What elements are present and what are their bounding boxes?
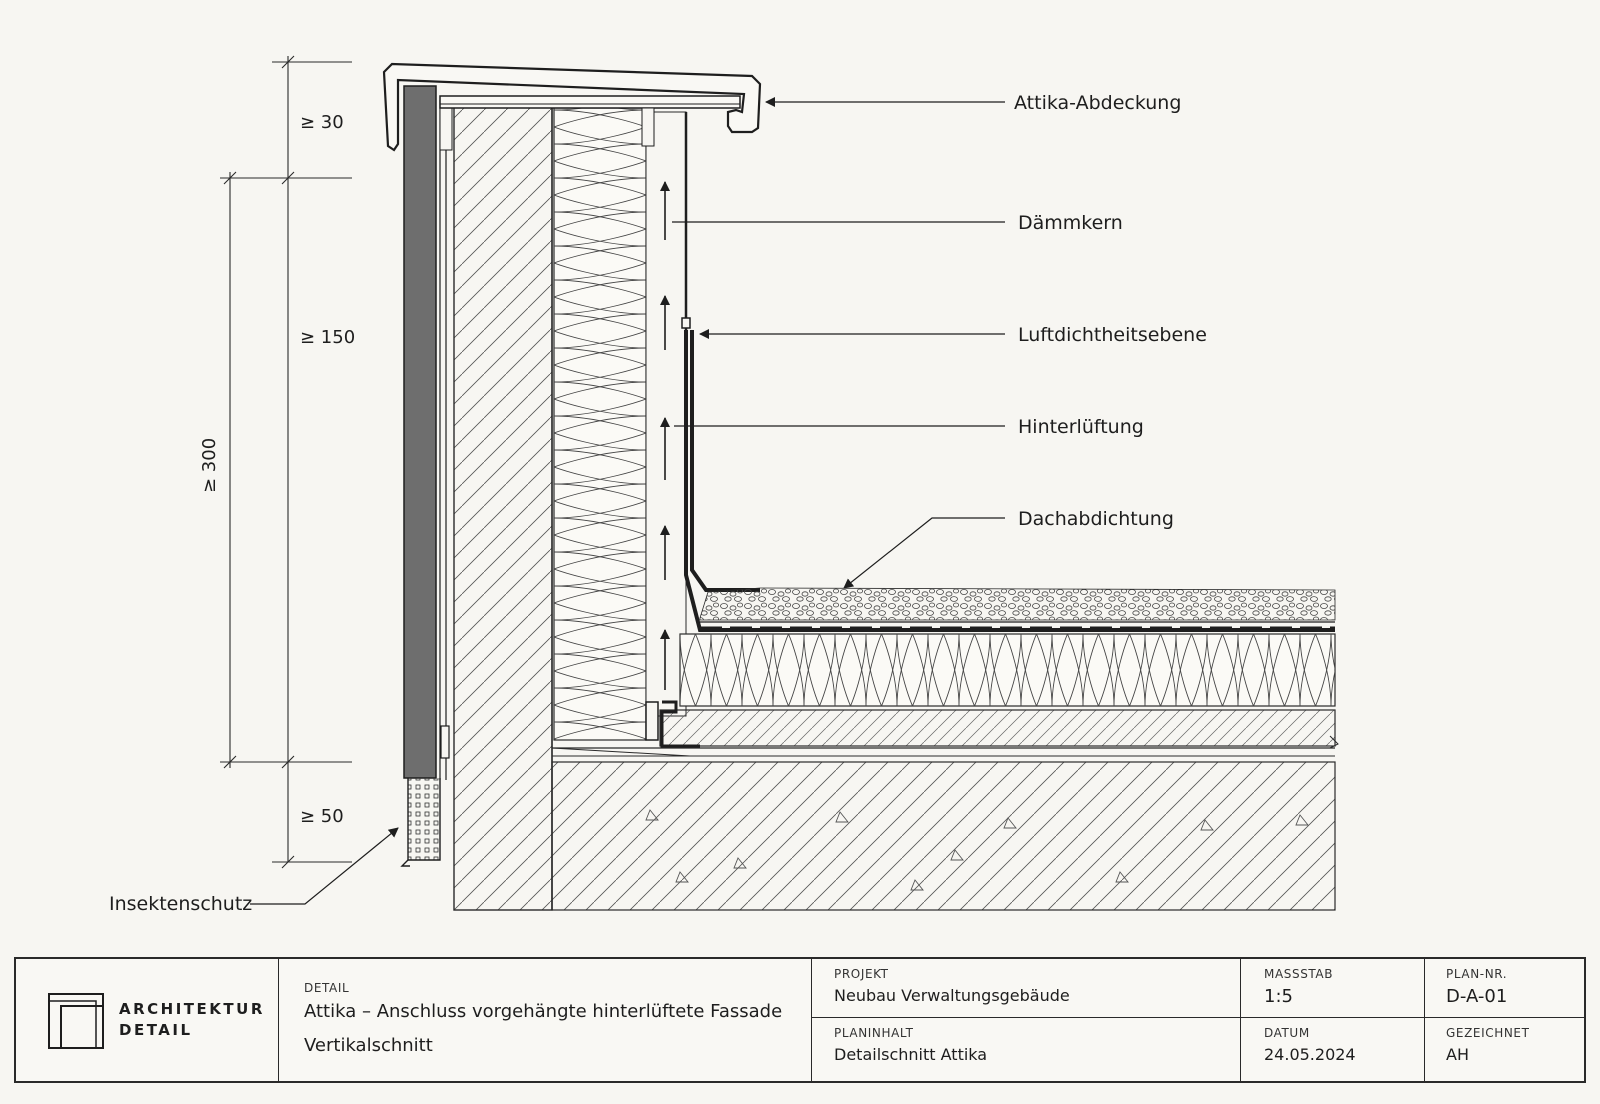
plan-nr-value: D-A-01 <box>1446 986 1508 1007</box>
label-luftdichtheitsebene: Luftdichtheitsebene <box>1018 324 1207 346</box>
dimension-chain <box>220 55 352 869</box>
facade-cladding <box>403 85 453 780</box>
label-dachabdichtung: Dachabdichtung <box>1018 508 1174 530</box>
datum-label: DATUM <box>1264 1026 1310 1040</box>
detail-subtitle: Vertikalschnitt <box>304 1035 433 1056</box>
label-insektenschutz: Insektenschutz <box>109 893 252 915</box>
massstab-value: 1:5 <box>1264 986 1293 1007</box>
planinhalt-label: PLANINHALT <box>834 1026 914 1040</box>
planinhalt-value: Detailschnitt Attika <box>834 1045 988 1064</box>
brand-line-2: DETAIL <box>119 1021 193 1039</box>
detail-title: Attika – Anschluss vorgehängte hinterlüf… <box>304 1001 783 1022</box>
concrete-slab <box>551 761 1336 911</box>
brand-line-1: ARCHITEKTUR <box>119 1000 265 1018</box>
insulation-core-vertical <box>553 107 647 741</box>
projekt-value: Neubau Verwaltungsgebäude <box>834 986 1070 1005</box>
datum-value: 24.05.2024 <box>1264 1045 1356 1064</box>
insect-screen <box>400 778 441 867</box>
massstab-label: MASSSTAB <box>1264 967 1334 981</box>
gezeichnet-label: GEZEICHNET <box>1446 1026 1530 1040</box>
projekt-label: PROJEKT <box>834 967 889 981</box>
ventilation-gap <box>645 111 691 717</box>
roof-deck <box>551 709 1339 757</box>
label-hinterlueftung: Hinterlüftung <box>1018 416 1144 438</box>
detail-label: DETAIL <box>304 981 350 995</box>
coping-cap <box>382 62 762 152</box>
dimension-50: ≥ 50 <box>300 806 344 827</box>
leader-lines <box>250 97 1005 905</box>
title-block: ARCHITEKTUR DETAIL DETAIL Attika – Ansch… <box>14 957 1586 1083</box>
gezeichnet-value: AH <box>1446 1045 1469 1064</box>
brand-name: ARCHITEKTUR DETAIL <box>119 999 265 1041</box>
label-attika-abdeckung: Attika-Abdeckung <box>1014 92 1181 114</box>
dimension-150: ≥ 150 <box>300 327 355 348</box>
gravel-layer <box>699 587 1336 621</box>
dimension-30: ≥ 30 <box>300 112 344 133</box>
label-daemmkern: Dämmkern <box>1018 212 1123 234</box>
attika-wall <box>453 103 553 911</box>
section-drawing: ≥ 30 ≥ 150 ≥ 50 ≥ 300 Attika-Abdeckung D… <box>109 55 1339 915</box>
roof-insulation <box>679 633 1336 707</box>
brand-logo-icon <box>48 993 104 1049</box>
dimension-300: ≥ 300 <box>199 438 220 493</box>
roof-membrane <box>645 330 1335 748</box>
plan-nr-label: PLAN-NR. <box>1446 967 1508 981</box>
